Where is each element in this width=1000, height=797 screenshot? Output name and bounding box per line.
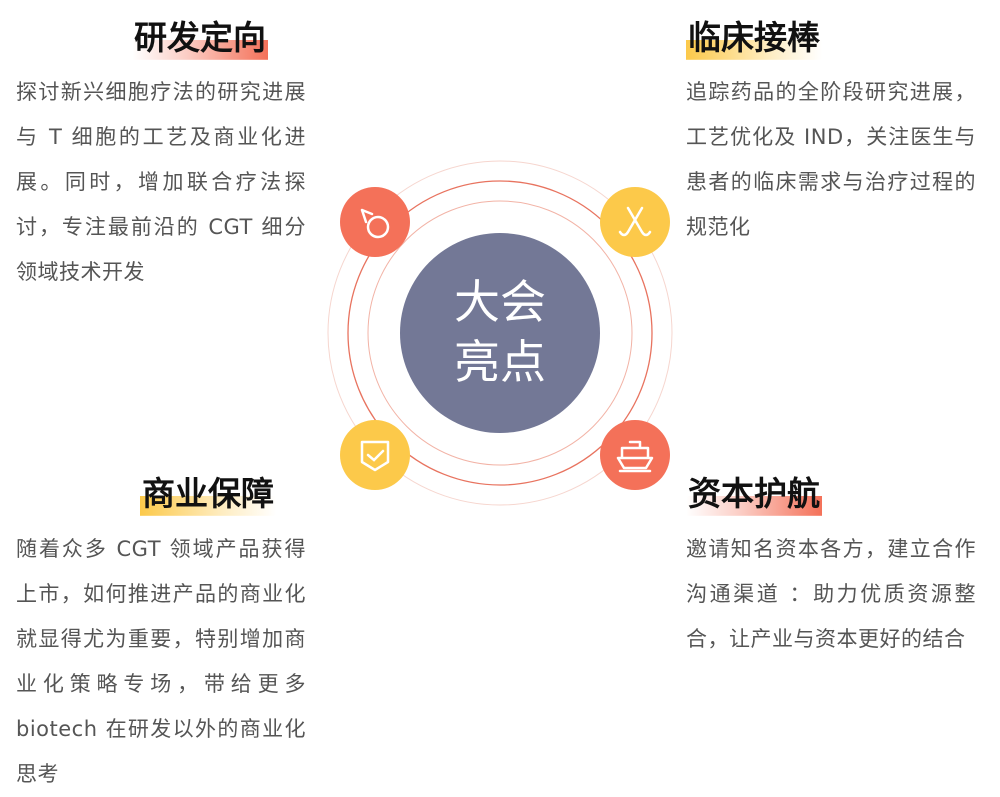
inner-ring <box>367 200 633 466</box>
text-clinical: 追踪药品的全阶段研究进展，工艺优化及 IND，关注医生与患者的临床需求与治疗过程… <box>686 80 976 239</box>
heading-commercial: 商业保障 <box>140 472 276 516</box>
middle-ring <box>347 180 653 486</box>
drop-icon <box>340 187 410 257</box>
outer-ring <box>327 160 673 506</box>
heading-rd: 研发定向 <box>132 16 268 60</box>
text-commercial: 随着众多 CGT 领域产品获得上市，如何推进产品的商业化就显得尤为重要，特别增加… <box>16 537 306 786</box>
text-rd: 探讨新兴细胞疗法的研究进展与 T 细胞的工艺及商业化进展。同时，增加联合疗法探讨… <box>16 80 306 284</box>
ship-icon <box>600 420 670 490</box>
crossed-sticks-icon <box>600 187 670 257</box>
heading-capital: 资本护航 <box>686 472 822 516</box>
center-disc <box>400 233 600 433</box>
center-line1: 大会 <box>454 275 546 329</box>
center-line2: 亮点 <box>454 335 546 389</box>
heading-clinical: 临床接棒 <box>686 16 822 60</box>
shield-check-icon <box>340 420 410 490</box>
text-capital: 邀请知名资本各方，建立合作沟通渠道 ：助力优质资源整合，让产业与资本更好的结合 <box>686 537 976 651</box>
